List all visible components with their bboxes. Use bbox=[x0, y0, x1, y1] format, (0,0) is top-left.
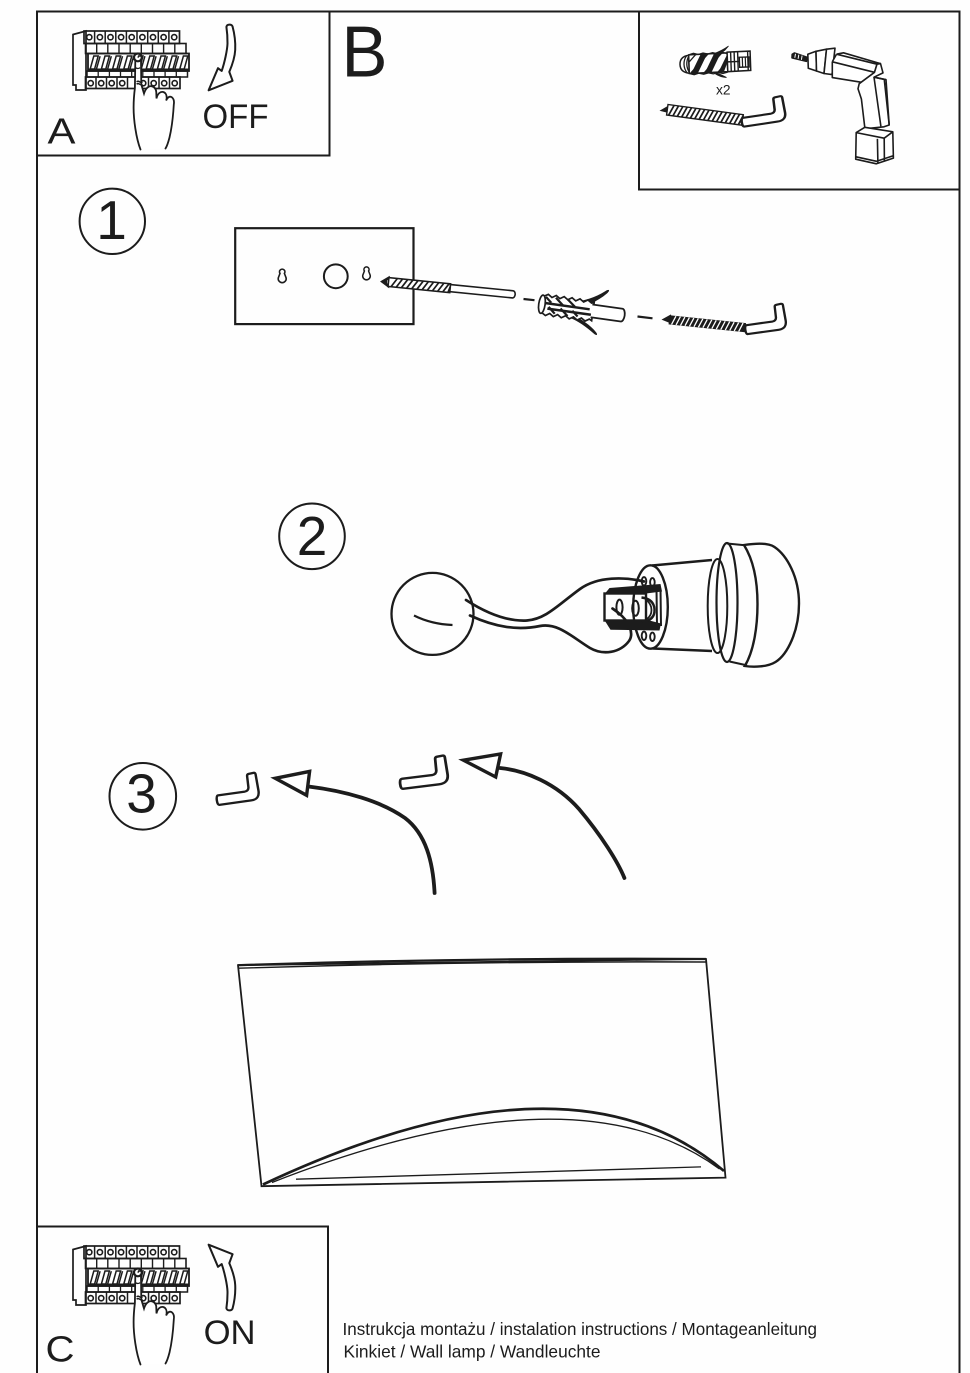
svg-text:Instrukcja montażu / instalati: Instrukcja montażu / instalation instruc… bbox=[343, 1319, 818, 1339]
svg-text:Kinkiet / Wall lamp / Wandleuc: Kinkiet / Wall lamp / Wandleuchte bbox=[344, 1342, 601, 1362]
svg-text:C: C bbox=[46, 1329, 75, 1370]
svg-text:1: 1 bbox=[96, 189, 127, 251]
svg-text:x2: x2 bbox=[716, 82, 731, 97]
svg-text:A: A bbox=[48, 110, 77, 151]
svg-text:ON: ON bbox=[204, 1314, 256, 1352]
svg-text:B: B bbox=[342, 13, 388, 93]
svg-text:2: 2 bbox=[297, 505, 328, 567]
svg-text:OFF: OFF bbox=[203, 98, 269, 136]
svg-text:3: 3 bbox=[126, 763, 157, 825]
